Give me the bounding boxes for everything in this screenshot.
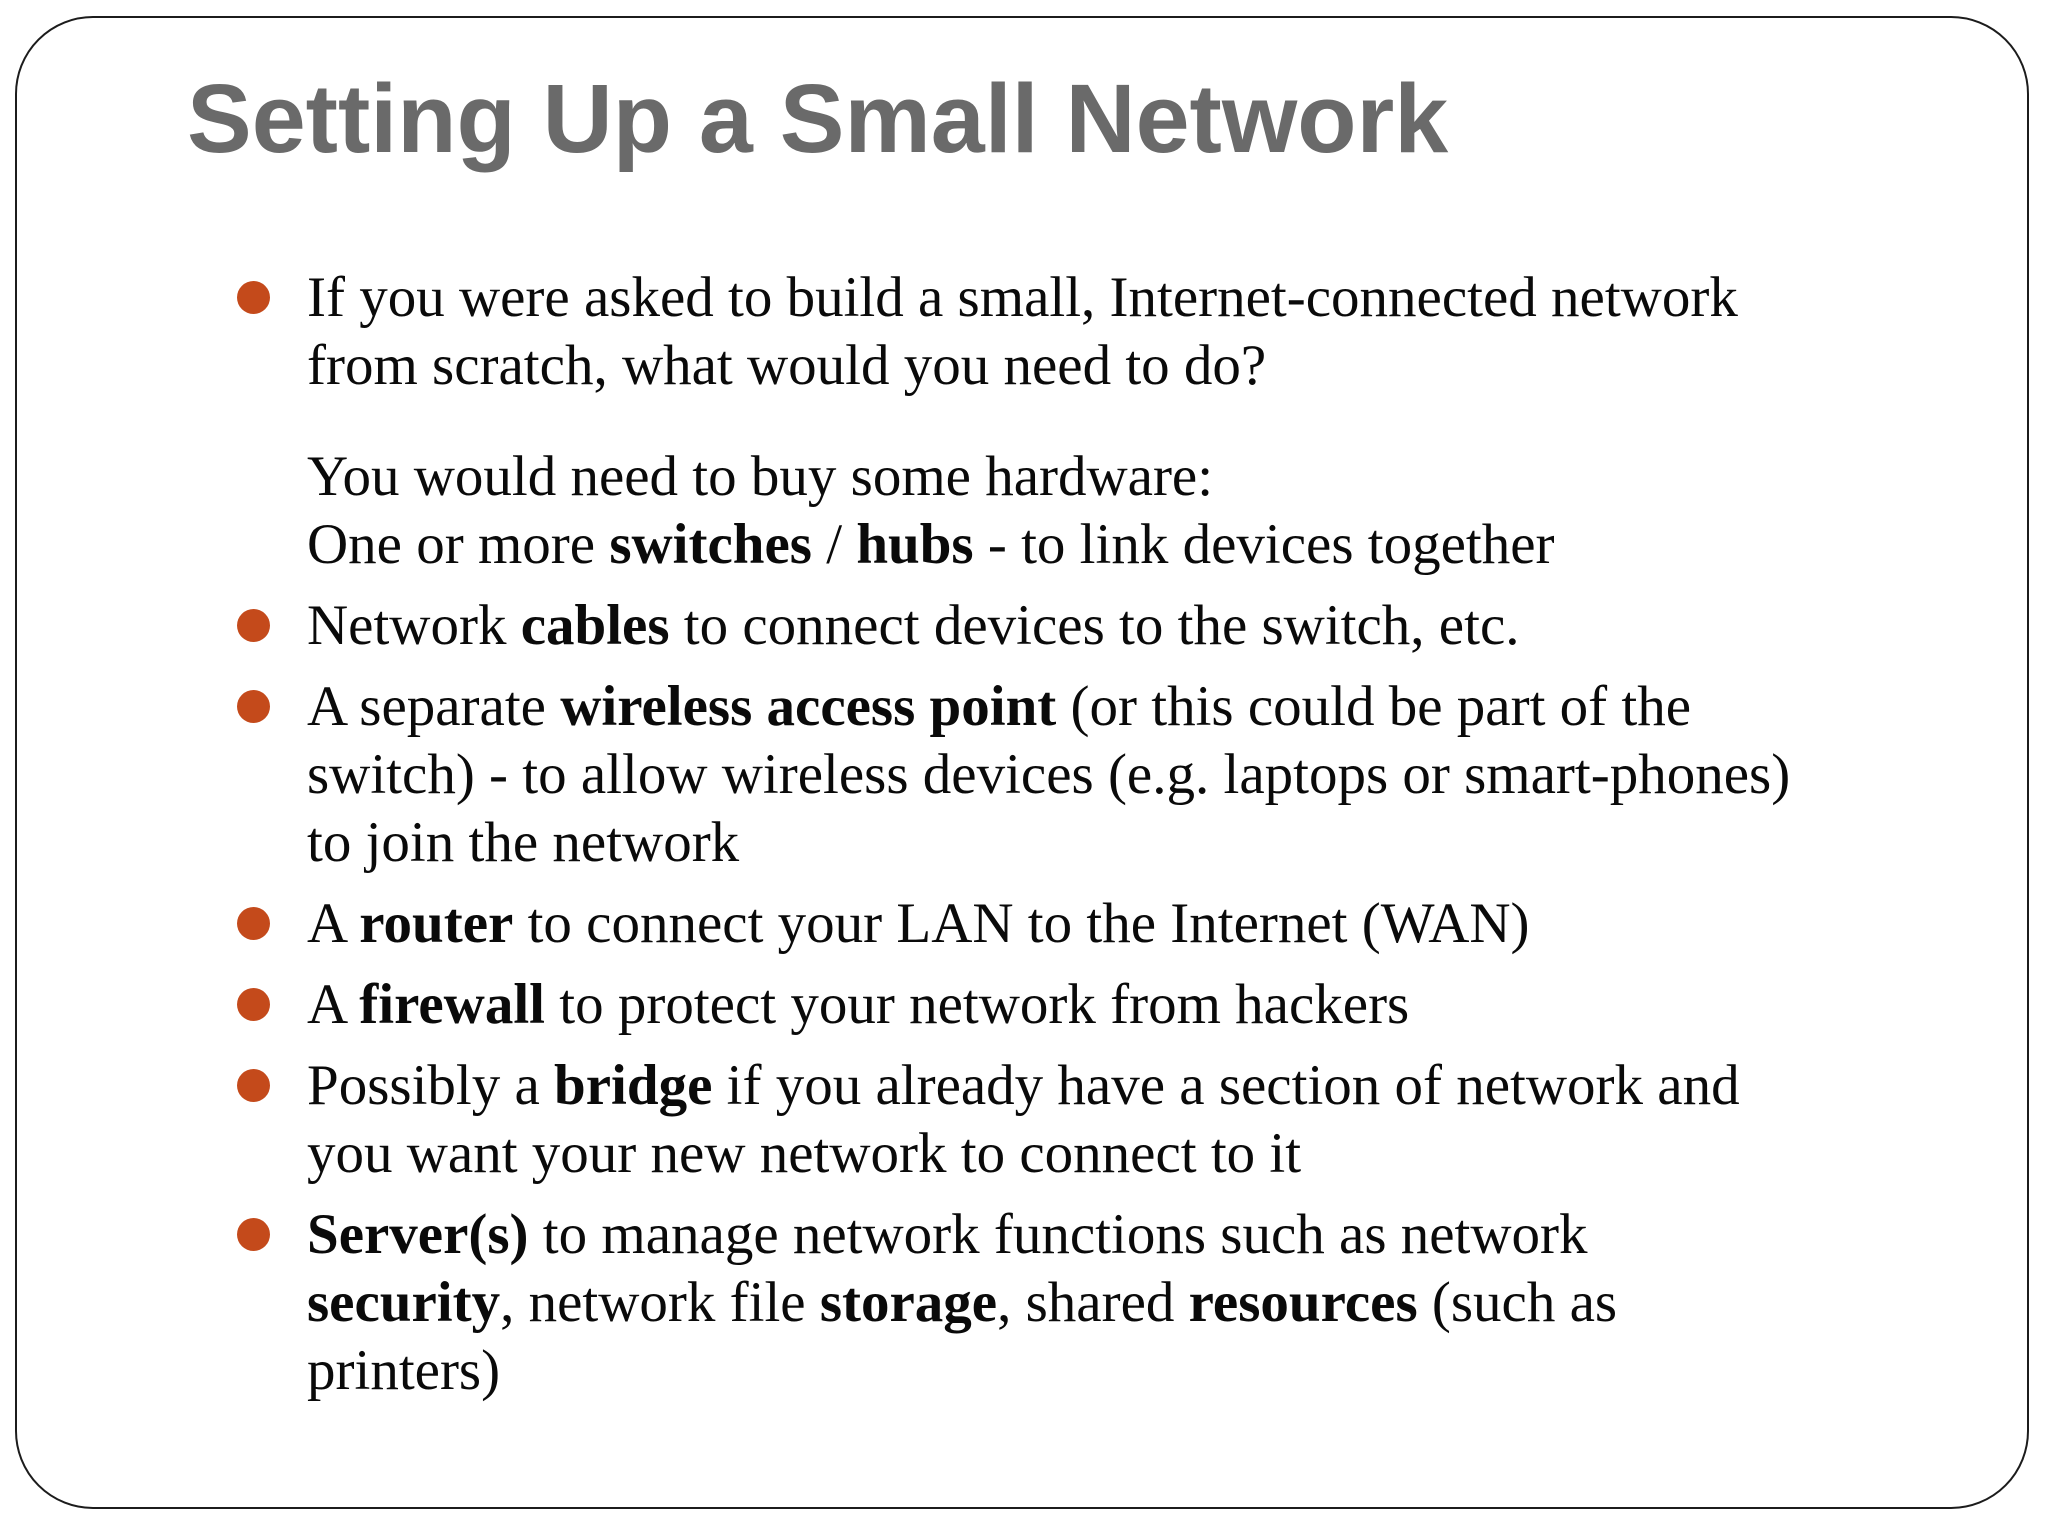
- text-line: switch) - to allow wireless devices (e.g…: [307, 743, 1791, 806]
- bullet-dot-icon: [237, 971, 307, 1021]
- paragraph-text: If you were asked to build a small, Inte…: [307, 264, 1977, 400]
- text-line: A router to connect your LAN to the Inte…: [307, 892, 1530, 955]
- paragraph-text: Server(s) to manage network functions su…: [307, 1201, 1977, 1405]
- text-line: security, network file storage, shared r…: [307, 1271, 1618, 1334]
- slide-title: Setting Up a Small Network: [187, 64, 1449, 173]
- paragraph-text: You would need to buy some hardware:One …: [307, 443, 1977, 579]
- text-line: Network cables to connect devices to the…: [307, 594, 1520, 657]
- paragraph-text: A router to connect your LAN to the Inte…: [307, 890, 1977, 958]
- text-line: you want your new network to connect to …: [307, 1122, 1302, 1185]
- bullet-dot-icon: [237, 673, 307, 723]
- bullet-dot-icon: [237, 264, 307, 314]
- bullet-paragraph: A router to connect your LAN to the Inte…: [237, 890, 1977, 958]
- bullet-list: If you were asked to build a small, Inte…: [237, 264, 1977, 1418]
- paragraph-text: A firewall to protect your network from …: [307, 971, 1977, 1039]
- text-line: Possibly a bridge if you already have a …: [307, 1054, 1740, 1117]
- bullet-paragraph: A firewall to protect your network from …: [237, 971, 1977, 1039]
- bullet-dot-icon: [237, 1201, 307, 1251]
- text-line: One or more switches / hubs - to link de…: [307, 513, 1555, 576]
- text-line: If you were asked to build a small, Inte…: [307, 266, 1738, 329]
- bullet-dot-placeholder: [237, 443, 307, 493]
- bullet-paragraph: A separate wireless access point (or thi…: [237, 673, 1977, 877]
- text-line: Server(s) to manage network functions su…: [307, 1203, 1588, 1266]
- paragraph-text: Network cables to connect devices to the…: [307, 592, 1977, 660]
- text-line: printers): [307, 1339, 501, 1402]
- paragraph-text: Possibly a bridge if you already have a …: [307, 1052, 1977, 1188]
- slide-border: Setting Up a Small Network If you were a…: [15, 16, 2029, 1509]
- paragraph-text: A separate wireless access point (or thi…: [307, 673, 1977, 877]
- bullet-dot-icon: [237, 890, 307, 940]
- bullet-paragraph: Server(s) to manage network functions su…: [237, 1201, 1977, 1405]
- text-line: to join the network: [307, 811, 740, 874]
- text-line: from scratch, what would you need to do?: [307, 334, 1267, 397]
- text-line: A firewall to protect your network from …: [307, 973, 1410, 1036]
- bullet-paragraph: Possibly a bridge if you already have a …: [237, 1052, 1977, 1188]
- text-line: A separate wireless access point (or thi…: [307, 675, 1692, 738]
- bullet-paragraph: You would need to buy some hardware:One …: [237, 443, 1977, 579]
- bullet-paragraph: Network cables to connect devices to the…: [237, 592, 1977, 660]
- bullet-dot-icon: [237, 592, 307, 642]
- text-line: You would need to buy some hardware:: [307, 445, 1214, 508]
- bullet-paragraph: If you were asked to build a small, Inte…: [237, 264, 1977, 400]
- bullet-dot-icon: [237, 1052, 307, 1102]
